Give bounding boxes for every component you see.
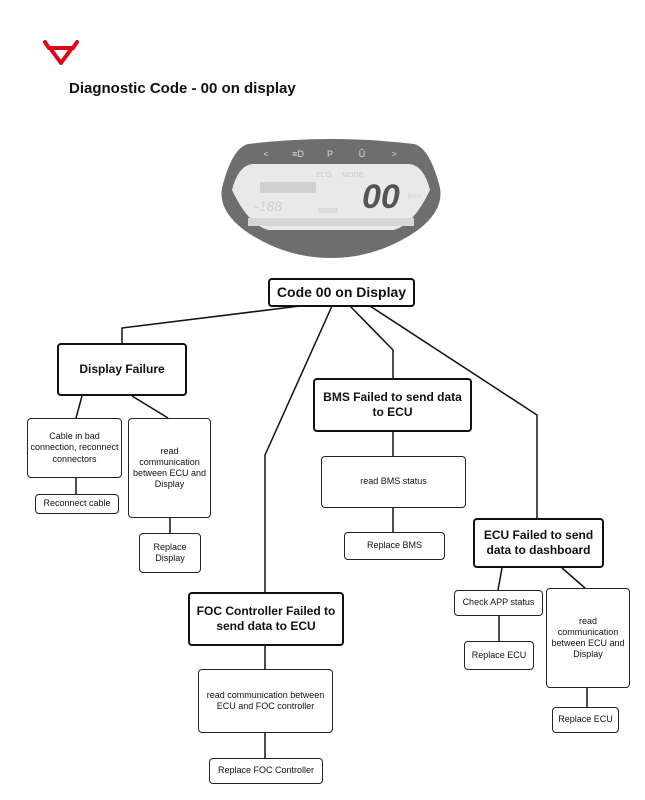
- dashboard-mode: MODE: [342, 172, 363, 179]
- node-check-app: Check APP status: [454, 590, 543, 616]
- page-title: Diagnostic Code - 00 on display: [69, 80, 296, 97]
- headlight-icon: ≡D: [292, 149, 304, 159]
- node-code-00: Code 00 on Display: [268, 278, 415, 307]
- node-replace-ecu-2: Replace ECU: [552, 707, 619, 733]
- node-foc-failed: FOC Controller Failed to send data to EC…: [188, 592, 344, 646]
- parking-icon: P: [327, 149, 333, 159]
- node-ecu-failed: ECU Failed to send data to dashboard: [473, 518, 604, 568]
- node-read-bms: read BMS status: [321, 456, 466, 508]
- dashboard-digits: -188: [254, 198, 282, 214]
- node-cable-bad-connection: Cable in bad connection, reconnect conne…: [27, 418, 122, 478]
- node-read-foc: read communication between ECU and FOC c…: [198, 669, 333, 733]
- node-display-failure: Display Failure: [57, 343, 187, 396]
- battery-icon: Û: [359, 149, 366, 159]
- node-reconnect-cable: Reconnect cable: [35, 494, 119, 514]
- node-replace-ecu-1: Replace ECU: [464, 641, 534, 670]
- dashboard-speed-unit: km/h: [408, 194, 421, 200]
- dashboard-odo: 88888: [318, 208, 338, 215]
- logo-icon: [43, 40, 79, 65]
- node-replace-foc: Replace FOC Controller: [209, 758, 323, 784]
- node-replace-display: Replace Display: [139, 533, 201, 573]
- dashboard-eco: ECO: [316, 172, 332, 179]
- node-replace-bms: Replace BMS: [344, 532, 445, 560]
- node-read-comm-ecu: read communication between ECU and Displ…: [546, 588, 630, 688]
- chevron-right-icon: >: [391, 149, 396, 159]
- node-bms-failed: BMS Failed to send data to ECU: [313, 378, 472, 432]
- dashboard-image: < ≡D P Û > -188 ECO MODE 88888 00 km/h: [221, 139, 441, 258]
- display-readout: 00: [362, 178, 400, 216]
- chevron-left-icon: <: [263, 149, 268, 159]
- node-read-comm-display: read communication between ECU and Displ…: [128, 418, 211, 518]
